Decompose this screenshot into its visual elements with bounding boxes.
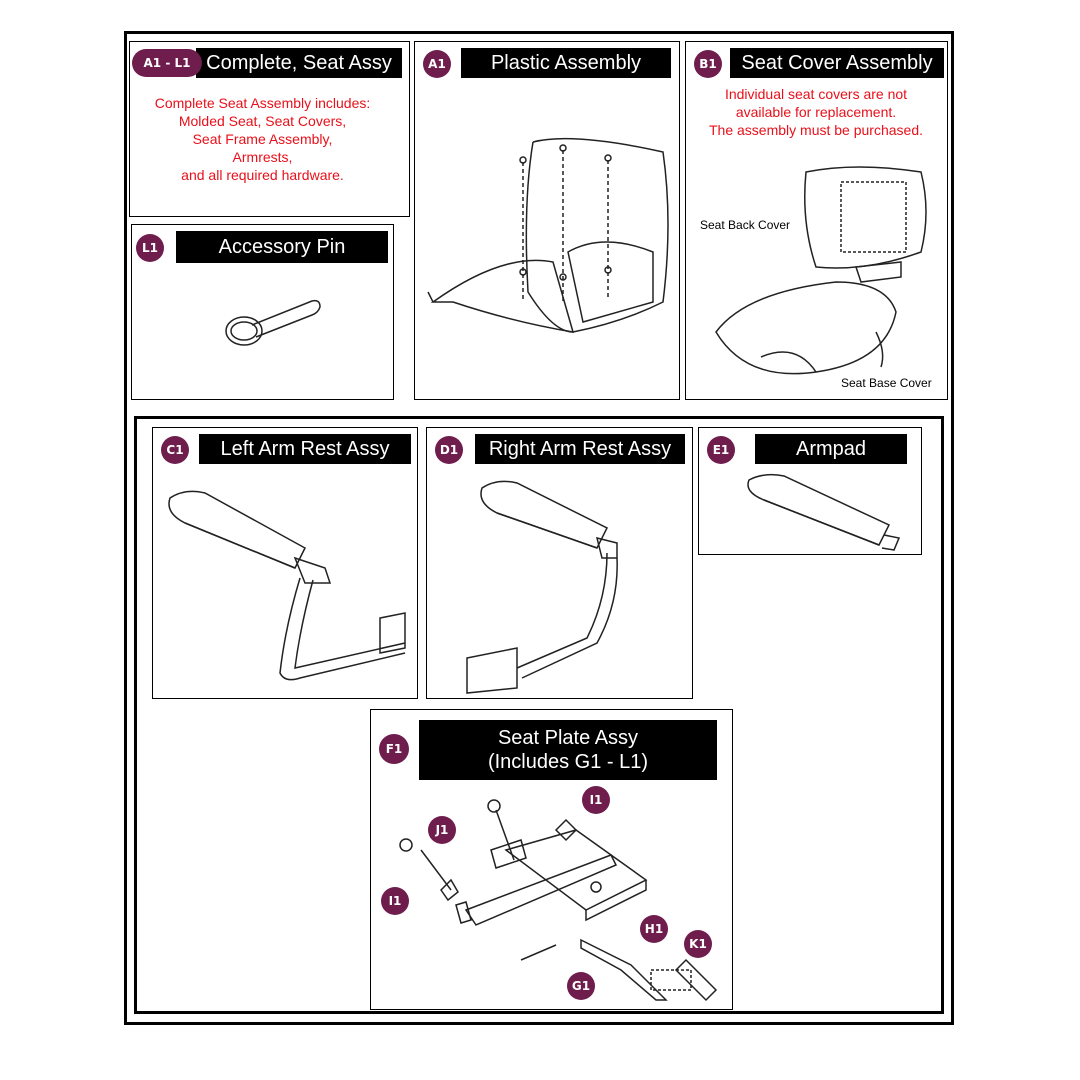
left-arm-rest-illustration xyxy=(168,490,406,681)
seat-plate-title: Seat Plate Assy (Includes G1 - L1) xyxy=(419,720,717,780)
accessory-pin-panel: Accessory Pin L1 xyxy=(131,224,394,400)
complete-seat-panel: Complete, Seat Assy A1 - L1 Complete Sea… xyxy=(129,41,410,217)
complete-seat-note-1: Complete Seat Assembly includes: xyxy=(154,95,371,111)
callout-k1: K1 xyxy=(684,930,712,958)
callout-j1: J1 xyxy=(428,816,456,844)
armpad-panel: Armpad E1 xyxy=(698,427,922,555)
plastic-assembly-panel: Plastic Assembly A1 xyxy=(414,41,680,400)
plastic-assembly-badge: A1 xyxy=(423,50,451,78)
complete-seat-note-2: Molded Seat, Seat Covers, xyxy=(178,113,347,129)
right-arm-rest-badge: D1 xyxy=(435,436,463,464)
complete-seat-note-3: Seat Frame Assembly, xyxy=(192,131,333,147)
plastic-seat-illustration xyxy=(427,137,669,333)
complete-seat-note-4: Armrests, xyxy=(232,149,293,165)
callout-g1: G1 xyxy=(567,972,595,1000)
seat-plate-badge: F1 xyxy=(379,734,409,764)
seat-cover-panel: Seat Cover Assembly B1 Individual seat c… xyxy=(685,41,948,400)
inner-frame xyxy=(134,416,944,1014)
complete-seat-note-5: and all required hardware. xyxy=(181,167,344,183)
seat-base-cover-label: Seat Base Cover xyxy=(841,376,932,390)
callout-h1: H1 xyxy=(640,915,668,943)
plastic-assembly-title: Plastic Assembly xyxy=(461,48,671,78)
callout-i1-left: I1 xyxy=(381,887,409,915)
seat-cover-note-2: available for replacement. xyxy=(735,104,897,120)
left-arm-rest-badge: C1 xyxy=(161,436,189,464)
seat-plate-illustration xyxy=(399,799,718,1002)
seat-plate-panel: Seat Plate Assy (Includes G1 - L1) F1 J1… xyxy=(370,709,733,1010)
armpad-illustration xyxy=(747,473,901,551)
callout-i1-top: I1 xyxy=(582,786,610,814)
seat-plate-title-line2: (Includes G1 - L1) xyxy=(487,751,649,773)
seat-covers-illustration xyxy=(715,166,927,375)
right-arm-rest-panel: Right Arm Rest Assy D1 xyxy=(426,427,693,699)
seat-cover-note-3: The assembly must be purchased. xyxy=(709,122,923,138)
complete-seat-badge: A1 - L1 xyxy=(132,49,202,77)
right-arm-rest-title: Right Arm Rest Assy xyxy=(475,434,685,464)
outer-frame xyxy=(124,31,954,1025)
accessory-pin-title: Accessory Pin xyxy=(176,231,388,263)
seat-cover-note-1: Individual seat covers are not xyxy=(724,86,908,102)
left-arm-rest-panel: Left Arm Rest Assy C1 xyxy=(152,427,418,699)
complete-seat-title: Complete, Seat Assy xyxy=(196,48,402,78)
armpad-title: Armpad xyxy=(755,434,907,464)
seat-cover-badge: B1 xyxy=(694,50,722,78)
accessory-pin-illustration xyxy=(225,299,321,346)
armpad-badge: E1 xyxy=(707,436,735,464)
accessory-pin-badge: L1 xyxy=(136,234,164,262)
left-arm-rest-title: Left Arm Rest Assy xyxy=(199,434,411,464)
seat-back-cover-label: Seat Back Cover xyxy=(700,218,791,232)
seat-cover-title: Seat Cover Assembly xyxy=(730,48,944,78)
seat-plate-title-line1: Seat Plate Assy xyxy=(497,727,639,749)
right-arm-rest-illustration xyxy=(466,480,618,694)
